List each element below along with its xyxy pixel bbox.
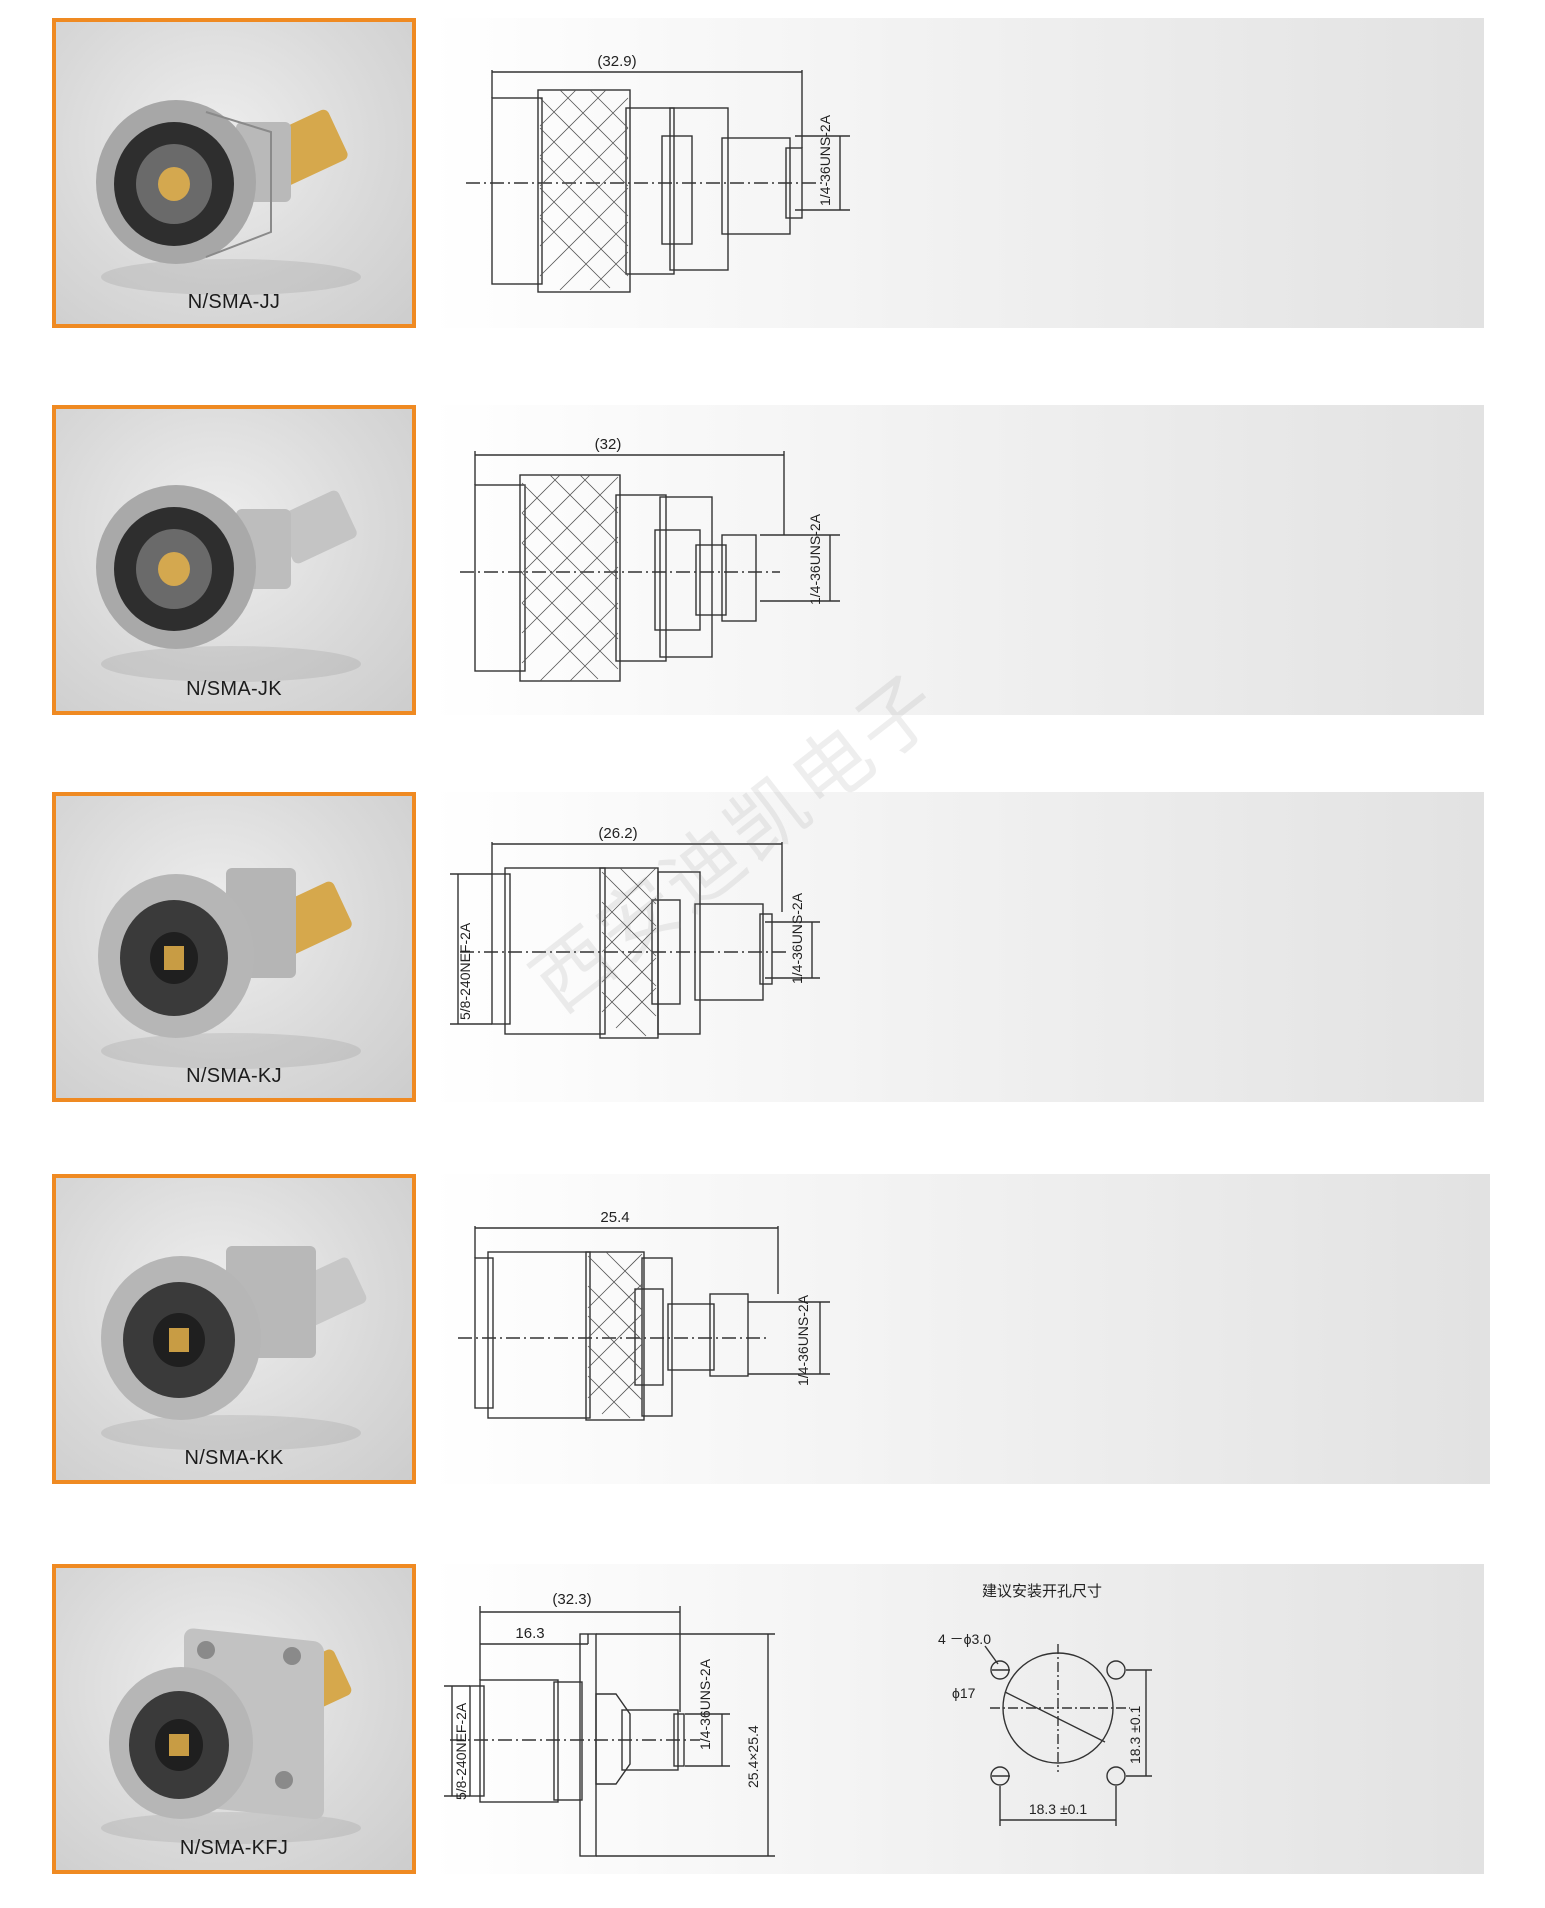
length-dimension: (32.3) [552, 1591, 591, 1608]
center-diameter: ϕ17 [952, 1685, 976, 1701]
product-row-kfj: N/SMA-KFJ [0, 1564, 1545, 1882]
dimension-drawing: (26.2) 5/8-240NEF-2A 1/4-36UNS-2A [450, 825, 820, 1039]
length-dimension: (32) [595, 436, 622, 453]
technical-drawing-panel: (26.2) 5/8-240NEF-2A 1/4-36UNS-2A [430, 792, 1484, 1102]
connector-photo [98, 868, 361, 1069]
product-row-jj: N/SMA-JJ (32.9) [0, 18, 1545, 336]
product-photo-card[interactable]: N/SMA-JJ [52, 18, 416, 328]
flange-dimension: 25.4×25.4 [745, 1725, 761, 1788]
technical-drawing-panel: (32.3) 16.3 5/8-240NEF-2A 1/4-36UNS-2A 2… [430, 1564, 1484, 1874]
product-caption: N/SMA-JJ [187, 291, 281, 313]
technical-drawing-panel: (32.9) 1/4-36UNS-2A [430, 18, 1484, 328]
product-photo-card[interactable]: N/SMA-JK [52, 405, 416, 715]
thread-dimension: 1/4-36UNS-2A [697, 1658, 713, 1750]
product-photo-card[interactable]: N/SMA-KJ [52, 792, 416, 1102]
connector-photo [101, 1246, 367, 1451]
connector-photo [96, 100, 361, 295]
technical-drawing-panel: 25.4 1/4-36UNS-2A [430, 1174, 1490, 1484]
product-caption: N/SMA-KFJ [179, 1837, 289, 1859]
product-row-kj: N/SMA-KJ [0, 792, 1545, 1110]
left-thread-dimension: 5/8-240NEF-2A [453, 1702, 469, 1800]
dimension-drawing: (32) 1/4-36UNS-2A [460, 436, 840, 682]
product-row-jk: N/SMA-JK (32) [0, 405, 1545, 723]
length-dimension: 25.4 [600, 1209, 629, 1226]
left-thread-dimension: 5/8-240NEF-2A [457, 922, 473, 1020]
mounting-title: 建议安装开孔尺寸 [982, 1583, 1102, 1600]
thread-dimension: 1/4-36UNS-2A [795, 1294, 811, 1386]
technical-drawing-panel: (32) 1/4-36UNS-2A [430, 405, 1484, 715]
dimension-drawing: (32.3) 16.3 5/8-240NEF-2A 1/4-36UNS-2A 2… [444, 1583, 1152, 1857]
connector-photo [101, 1628, 361, 1844]
product-caption: N/SMA-KJ [186, 1065, 282, 1087]
product-photo-card[interactable]: N/SMA-KFJ [52, 1564, 416, 1874]
connector-photo [96, 485, 361, 682]
length-dimension: (26.2) [598, 825, 637, 842]
thread-dimension: 1/4-36UNS-2A [807, 513, 823, 605]
product-caption: N/SMA-JK [186, 678, 282, 700]
thread-dimension: 1/4-36UNS-2A [817, 114, 833, 206]
product-caption: N/SMA-KK [184, 1447, 284, 1469]
length-dimension: (32.9) [597, 53, 636, 70]
dimension-drawing: (32.9) 1/4-36UNS-2A [466, 53, 850, 293]
product-row-kk: N/SMA-KK 25.4 [0, 1174, 1545, 1492]
thread-dimension: 1/4-36UNS-2A [789, 892, 805, 984]
dimension-drawing: 25.4 1/4-36UNS-2A [458, 1209, 830, 1421]
vertical-spacing: 18.3 ±0.1 [1127, 1706, 1143, 1764]
product-photo-card[interactable]: N/SMA-KK [52, 1174, 416, 1484]
horizontal-spacing: 18.3 ±0.1 [1029, 1801, 1087, 1817]
hole-spec: 4 －ϕ3.0 [938, 1631, 991, 1647]
sub-length-dimension: 16.3 [515, 1625, 544, 1642]
